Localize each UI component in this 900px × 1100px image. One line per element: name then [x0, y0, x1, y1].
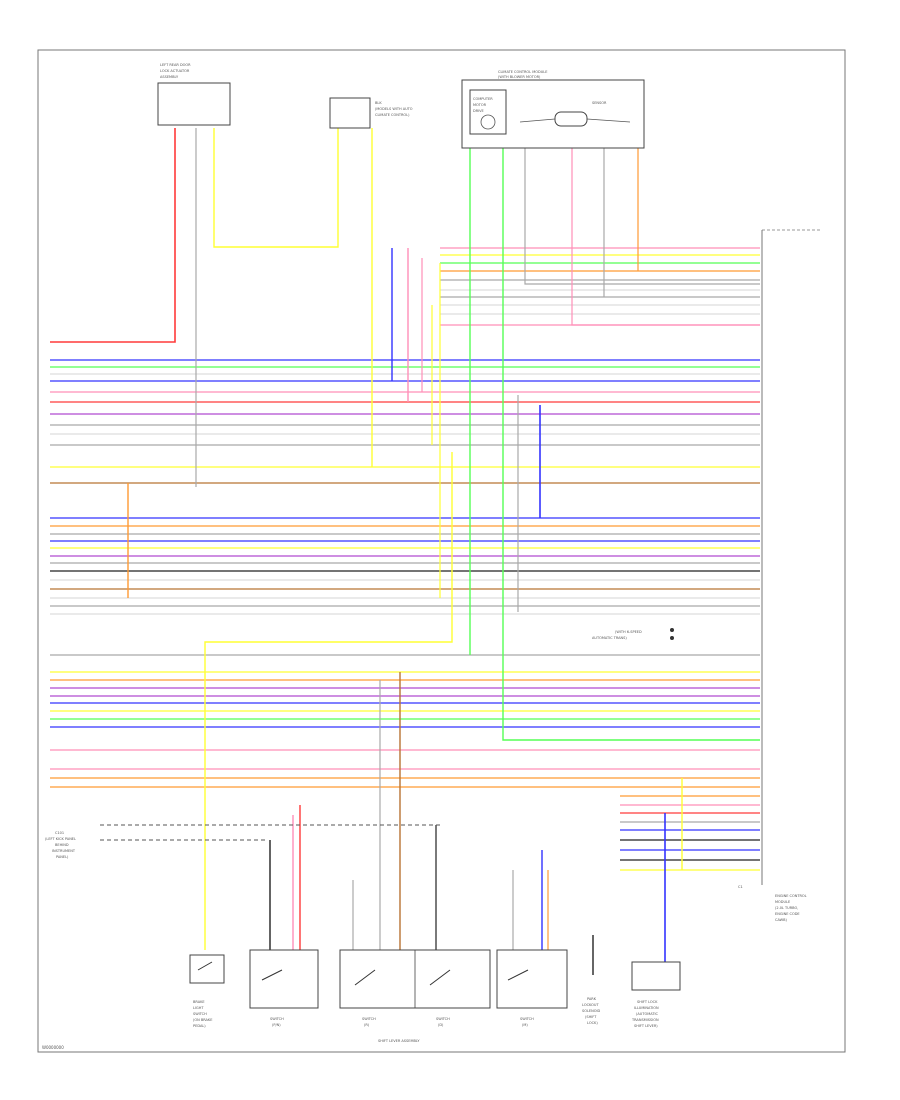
svg-text:SHIFT LOCK: SHIFT LOCK: [637, 1000, 658, 1004]
harness-wires: [50, 247, 760, 871]
right-component-title-2: MODULE: [775, 900, 790, 904]
vertical-wires: [50, 128, 760, 962]
svg-text:SWITCH: SWITCH: [270, 1017, 284, 1021]
pink-wire: [571, 148, 760, 326]
diagram-frame: [37, 49, 846, 1053]
svg-text:SHIFT LEVER): SHIFT LEVER): [634, 1024, 658, 1028]
brake-light-switch: BRAKE LIGHT SWITCH (ON BRAKE PEDAL): [189, 954, 225, 1028]
yellow-wire: [204, 452, 453, 950]
switch-group-label: SHIFT LEVER ASSEMBLY: [378, 1039, 420, 1043]
gray-wire: [524, 148, 760, 285]
right-component-title-3: (2.0L TURBO,: [775, 906, 798, 910]
svg-text:LOCKOUT: LOCKOUT: [582, 1003, 599, 1007]
svg-text:TRANSMISSION: TRANSMISSION: [631, 1018, 659, 1022]
svg-text:(D): (D): [438, 1023, 444, 1027]
svg-text:(AUTOMATIC: (AUTOMATIC: [636, 1012, 659, 1016]
svg-text:PARK: PARK: [587, 997, 597, 1001]
top-right-title-2: (WITH BLOWER MOTOR): [498, 75, 541, 79]
right-component-title-1: ENGINE CONTROL: [775, 894, 807, 898]
top-right-sensor: SENSOR: [592, 101, 607, 105]
right-component-connector: C1: [738, 885, 743, 889]
svg-text:LIGHT: LIGHT: [193, 1006, 204, 1010]
top-right-inner-2: MOTOR: [473, 103, 487, 107]
right-note-1: (WITH 6-SPEED: [615, 630, 642, 634]
svg-text:(M): (M): [522, 1023, 528, 1027]
svg-text:LOCK): LOCK): [587, 1021, 598, 1025]
svg-text:(ON BRAKE: (ON BRAKE: [193, 1018, 212, 1022]
top-left-title-1: LEFT REAR DOOR: [160, 63, 191, 67]
top-right-component: CLIMATE CONTROL MODULE (WITH BLOWER MOTO…: [461, 70, 645, 149]
svg-text:(P/N): (P/N): [272, 1023, 281, 1027]
svg-text:PEDAL): PEDAL): [193, 1024, 206, 1028]
switch-m: SWITCH (M): [496, 949, 568, 1027]
top-left-component: LEFT REAR DOOR LOCK ACTUATOR ASSEMBLY: [157, 63, 231, 126]
left-splice-label-5: PANEL): [56, 855, 69, 859]
yellow-wire: [213, 128, 339, 248]
svg-text:SOLENOID: SOLENOID: [582, 1009, 601, 1013]
svg-text:BRAKE: BRAKE: [193, 1000, 205, 1004]
red-wire: [50, 128, 176, 343]
small-connector: BLK (MODELS WITH AUTO CLIMATE CONTROL): [329, 97, 413, 129]
svg-text:SWITCH: SWITCH: [362, 1017, 376, 1021]
shift-lock-illumination: SHIFT LOCK ILLUMINATION (AUTOMATIC TRANS…: [631, 961, 681, 1028]
svg-text:(SHIFT: (SHIFT: [585, 1015, 597, 1019]
park-lockout-solenoid: PARK LOCKOUT SOLENOID (SHIFT LOCK): [582, 935, 601, 1025]
left-splice-label-2: (LEFT KICK PANEL: [45, 837, 76, 841]
small-connector-label-2: (MODELS WITH AUTO: [375, 107, 413, 111]
top-right-inner-3: DRIVE: [473, 109, 484, 113]
green-wire: [502, 148, 760, 741]
switch-pn: SWITCH (P/N): [249, 949, 319, 1027]
right-component-title-5: CAWB): [775, 918, 788, 922]
top-right-title-1: CLIMATE CONTROL MODULE: [498, 70, 547, 74]
svg-text:ILLUMINATION: ILLUMINATION: [634, 1006, 659, 1010]
svg-text:SWITCH: SWITCH: [436, 1017, 450, 1021]
left-splice-label-1: C101: [55, 831, 64, 835]
top-right-inner-1: COMPUTER: [473, 97, 493, 101]
top-left-title-3: ASSEMBLY: [160, 75, 179, 79]
top-left-title-2: LOCK ACTUATOR: [160, 69, 190, 73]
svg-text:(R): (R): [364, 1023, 370, 1027]
switch-group: SWITCH (R) SWITCH (D) SHIFT LEVER ASSEMB…: [339, 949, 491, 1043]
svg-text:SWITCH: SWITCH: [520, 1017, 534, 1021]
right-component: ENGINE CONTROL MODULE (2.0L TURBO, ENGIN…: [738, 229, 820, 922]
footer-code: W0000000: [42, 1045, 64, 1050]
left-splice: C101 (LEFT KICK PANEL BEHIND INSTRUMENT …: [45, 831, 76, 859]
svg-text:SWITCH: SWITCH: [193, 1012, 207, 1016]
right-note-2: AUTOMATIC TRANS): [592, 636, 627, 640]
left-splice-label-3: BEHIND: [55, 843, 69, 847]
right-component-title-4: ENGINE CODE: [775, 912, 800, 916]
left-splice-label-4: INSTRUMENT: [52, 849, 76, 853]
small-connector-label-1: BLK: [375, 101, 382, 105]
small-connector-label-3: CLIMATE CONTROL): [375, 113, 410, 117]
